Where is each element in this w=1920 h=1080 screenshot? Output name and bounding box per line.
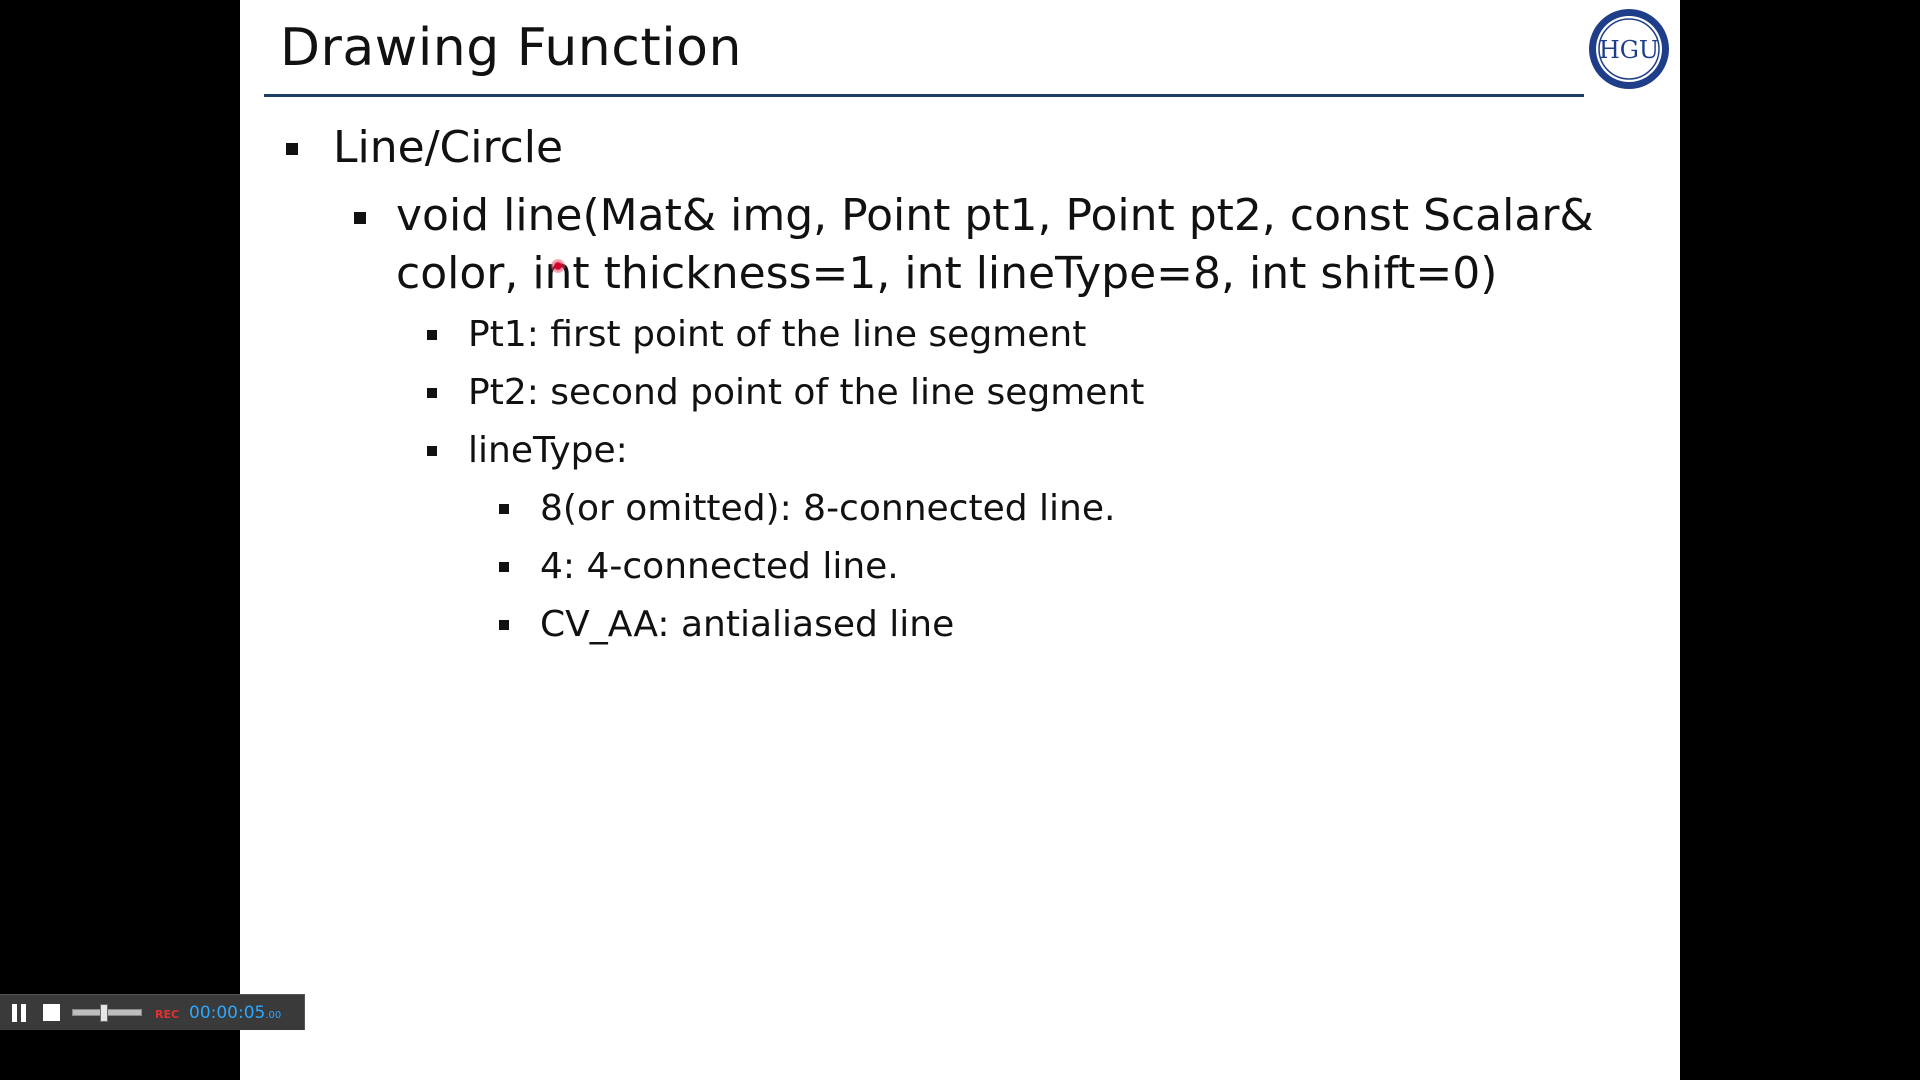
logo-text: HGU [1599, 36, 1659, 64]
bullet-line-signature-2: color, int thickness=1, int lineType=8, … [396, 248, 1498, 299]
pause-icon[interactable] [12, 1004, 28, 1022]
slide-title: Drawing Function [280, 18, 742, 78]
university-logo: HGU [1589, 9, 1669, 89]
bullet-linetype-aa: CV_AA: antialiased line [540, 604, 955, 645]
bullet-marker [286, 143, 298, 155]
bullet-marker [427, 446, 437, 456]
bullet-linetype-8: 8(or omitted): 8-connected line. [540, 488, 1116, 529]
bullet-marker [354, 212, 366, 224]
recorder-toolbar: REC 00:00:05.00 [0, 994, 305, 1030]
bullet-pt2: Pt2: second point of the line segment [468, 372, 1145, 413]
stop-icon[interactable] [43, 1004, 60, 1021]
bullet-line-signature-1: void line(Mat& img, Point pt1, Point pt2… [396, 190, 1594, 241]
recording-time-fraction: .00 [265, 1010, 282, 1021]
bullet-linetype: lineType: [468, 430, 628, 471]
bullet-linetype-4: 4: 4-connected line. [540, 546, 899, 587]
volume-slider-handle[interactable] [100, 1004, 108, 1022]
bullet-marker [499, 504, 509, 514]
bullet-marker [499, 562, 509, 572]
recording-time: 00:00:05 [189, 1003, 266, 1023]
bullet-marker [499, 620, 509, 630]
bullet-marker [427, 330, 437, 340]
bullet-marker [427, 388, 437, 398]
bullet-line-circle: Line/Circle [333, 122, 564, 173]
pointer-highlight [551, 259, 565, 273]
bullet-pt1: Pt1: first point of the line segment [468, 314, 1087, 355]
title-divider [264, 94, 1584, 97]
recording-timer: 00:00:05.00 [189, 1003, 281, 1023]
presentation-slide: Drawing Function HGU Line/Circle void li… [240, 0, 1680, 1080]
rec-indicator: REC [155, 1008, 180, 1021]
